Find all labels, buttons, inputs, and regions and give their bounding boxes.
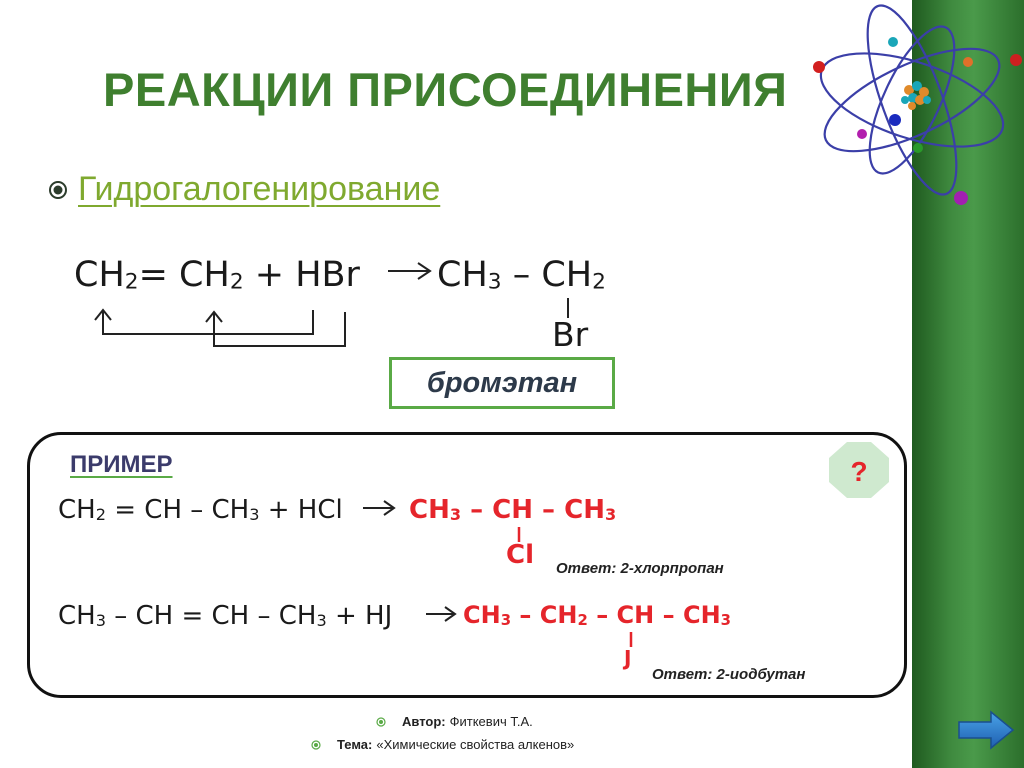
page-title: РЕАКЦИИ ПРИСОЕДИНЕНИЯ [103, 63, 788, 116]
bullet-ring-icon [376, 716, 386, 727]
example-2-reactant: CH3 – CH = CH – CH3 + HJ [58, 601, 393, 631]
bullet-ring-icon [49, 180, 67, 199]
equation-1-substituent: Br [552, 315, 589, 354]
footer-topic: Тема: «Химические свойства алкенов» [311, 737, 574, 752]
arrow-right-icon[interactable] [957, 710, 1015, 750]
example-label: ПРИМЕР [70, 451, 173, 478]
help-symbol: ? [850, 456, 867, 487]
footer-author: Автор: Фиткевич Т.А. [376, 714, 533, 729]
subtitle-bullet-line: Гидрогалогенирование [48, 170, 440, 209]
example-box [27, 432, 907, 698]
equation-1-product: CH3 – CH2 [437, 255, 606, 295]
equation-1: CH2= CH2 + HBr [74, 255, 360, 295]
bullet-ring-icon [311, 739, 321, 750]
example-1-reactant: CH2 = CH – CH3 + HCl [58, 495, 343, 525]
product-name-box: бромэтан [389, 357, 615, 409]
example-2-product: CH3 – CH2 – CH – CH3 [463, 601, 732, 629]
example-1-answer: Ответ: 2-хлорпропан [556, 560, 724, 577]
sidebar-decoration [912, 0, 1024, 768]
example-1-product: CH3 – CH – CH3 [409, 495, 617, 525]
subtitle-link[interactable]: Гидрогалогенирование [78, 170, 441, 208]
example-2-answer: Ответ: 2-иодбутан [652, 666, 806, 683]
example-2-substituent: J [624, 646, 632, 670]
question-octagon-icon[interactable]: ? [827, 440, 891, 500]
atom-icon [813, 4, 1022, 205]
example-1-substituent: Cl [506, 540, 534, 570]
